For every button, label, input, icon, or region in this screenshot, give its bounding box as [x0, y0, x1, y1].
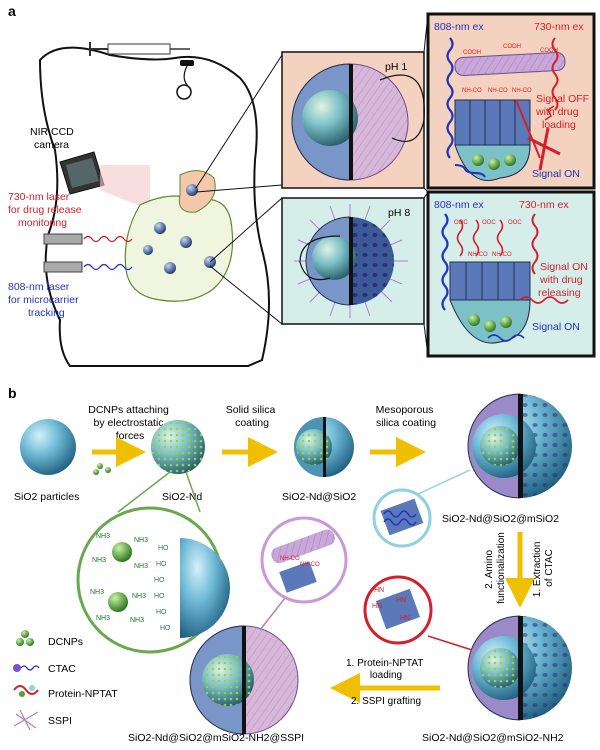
laser-730-label: 730-nm laser for drug release monitoring [8, 191, 84, 229]
laser-808-label: 808-nm laser for microcarrier tracking [8, 281, 82, 319]
legend-protein: Protein-NPTAT [48, 688, 118, 700]
svg-text:COOH: COOH [540, 48, 558, 54]
amino-zoom-content: HN HN HN HN [372, 587, 421, 630]
svg-text:HN: HN [374, 587, 384, 594]
svg-text:HN: HN [400, 615, 410, 622]
sio2-nd-sio2-label: SiO2-Nd@SiO2 [282, 491, 356, 503]
intestine [124, 195, 234, 302]
legend-dcnps-icon [16, 630, 34, 646]
signal-on-release-label: Signal ON with drug releasing [538, 261, 591, 299]
svg-text:NH3: NH3 [90, 589, 104, 596]
svg-text:HO: HO [160, 625, 171, 632]
top-ex730: 730-nm ex [534, 21, 584, 33]
svg-text:NH-CO: NH-CO [492, 252, 512, 258]
step2-label: Solid silica coating [226, 404, 279, 429]
legend-dcnps: DCNPs [48, 636, 83, 648]
legend-sspi-icon [13, 709, 39, 731]
mesoporous-label: SiO2-Nd@SiO2@mSiO2 [442, 513, 559, 525]
mesoporous-particle [467, 393, 572, 499]
nir-camera-icon [59, 151, 150, 210]
svg-text:NH3: NH3 [92, 557, 106, 564]
sio2-particles-label: SiO2 particles [14, 491, 79, 503]
panel-a-label: a [8, 3, 16, 19]
sio2-nd-label: SiO2-Nd [162, 491, 202, 503]
svg-text:NH3: NH3 [134, 537, 148, 544]
svg-text:NH-CO: NH-CO [468, 252, 488, 258]
bottom-ex808: 808-nm ex [434, 199, 484, 211]
svg-text:COOH: COOH [503, 44, 521, 50]
svg-text:HN: HN [372, 603, 382, 610]
syringe-icon [89, 42, 194, 100]
bottom-signal-on-label: Signal ON [532, 321, 580, 333]
svg-text:NH3: NH3 [96, 533, 110, 540]
ph1-label: pH 1 [385, 61, 407, 73]
svg-text:NH3: NH3 [130, 617, 144, 624]
sio2-particle [20, 419, 76, 475]
svg-text:NH-CO: NH-CO [512, 88, 532, 94]
svg-text:NH-CO: NH-CO [488, 88, 508, 94]
pore-zoom-content [380, 498, 424, 536]
svg-text:NH3: NH3 [134, 563, 148, 570]
step3-label: Mesoporous silica coating [376, 404, 437, 429]
top-mechanism-diagram: COOH COOH COOH NH-CO NH-CO NH-CO [446, 37, 566, 182]
svg-text:NH-CO: NH-CO [300, 562, 320, 568]
legend-ctac: CTAC [48, 663, 76, 675]
svg-text:HO: HO [156, 609, 167, 616]
svg-text:NH3: NH3 [132, 593, 146, 600]
ph8-particle [294, 204, 408, 318]
sspi-label: SiO2-Nd@SiO2@mSiO2-NH2@SSPI [128, 732, 304, 744]
sspi-particle [189, 625, 299, 735]
svg-text:HO: HO [158, 545, 169, 552]
svg-text:HO: HO [154, 593, 165, 600]
panel-b-label: b [8, 385, 17, 401]
sspi-zoom-content: NH-CO NH-CO [271, 529, 335, 593]
dcnps-small [93, 463, 111, 475]
top-signal-on-label: Signal ON [532, 168, 580, 180]
svg-text:HO: HO [156, 561, 167, 568]
step4b-label: 1. Extraction of CTAC [532, 539, 555, 597]
svg-text:OOC: OOC [454, 220, 468, 226]
signal-off-label: Signal OFF with drug loading [535, 93, 592, 131]
laser-730-device [43, 233, 133, 245]
svg-text:NH3: NH3 [96, 615, 110, 622]
legend-sspi: SSPI [48, 715, 72, 727]
step4a-label: 2. Amino functionalization [484, 532, 507, 604]
legend-protein-icon [13, 685, 39, 697]
sio2-nd-sio2-particle [294, 417, 354, 477]
bottom-ex730: 730-nm ex [519, 199, 569, 211]
svg-text:HO: HO [154, 577, 165, 584]
dcnp-zoom-content: NH3 NH3 NH3 NH3 NH3 NH3 NH3 NH3 HO HO HO… [90, 533, 230, 638]
svg-text:COOH: COOH [463, 50, 481, 56]
amino-particle [467, 615, 572, 721]
legend: DCNPs CTAC Protein-NPTAT SSPI [13, 630, 118, 731]
svg-text:HN: HN [396, 597, 406, 604]
svg-text:NH-CO: NH-CO [462, 88, 482, 94]
svg-text:OOC: OOC [508, 220, 522, 226]
svg-text:OOC: OOC [482, 220, 496, 226]
step5a-label: 1. Protein-NPTAT loading [346, 658, 426, 681]
nir-camera-label: NIR CCD camera [30, 126, 77, 151]
bottom-mechanism-diagram: OOC OOC OOC NH-CO NH-CO [441, 213, 569, 344]
ph8-label: pH 8 [388, 207, 410, 219]
top-ex808: 808-nm ex [434, 21, 484, 33]
amino-label: SiO2-Nd@SiO2@mSiO2-NH2 [422, 732, 564, 744]
ph1-particle [291, 63, 409, 181]
legend-ctac-icon [13, 664, 40, 672]
step5b-label: 2. SSPI grafting [351, 696, 421, 707]
zoom-lines [195, 54, 283, 325]
svg-text:NH-CO: NH-CO [280, 556, 300, 562]
laser-808-device [43, 261, 133, 273]
